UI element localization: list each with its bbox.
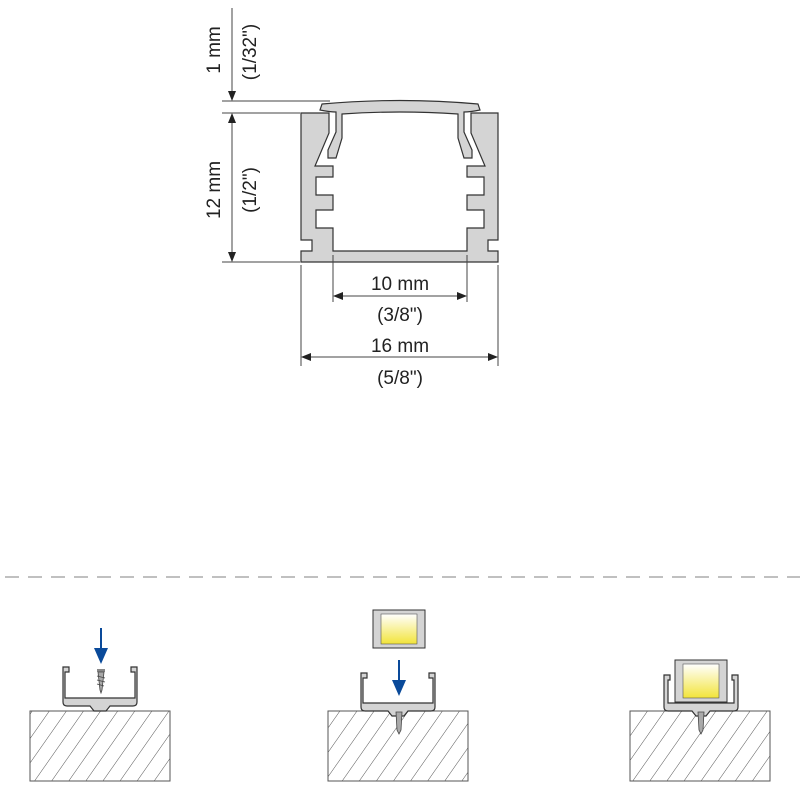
outer-width-metric: 16 mm <box>371 336 429 357</box>
cover-thickness-dimension: 1 mm (1/32") <box>204 8 261 101</box>
height-imperial: (1/2") <box>240 167 261 213</box>
inner-width-imperial: (3/8") <box>377 305 423 326</box>
inner-width-metric: 10 mm <box>371 274 429 295</box>
inner-width-dimension: 10 mm (3/8") <box>333 274 467 326</box>
screw-icon <box>697 711 705 735</box>
mounting-clip <box>62 666 138 712</box>
mounting-clip <box>360 672 436 717</box>
step-3-mounted <box>629 659 771 782</box>
screw-icon <box>96 669 106 695</box>
cover-thickness-metric: 1 mm <box>204 26 225 74</box>
mounting-surface <box>29 710 171 782</box>
led-profile <box>674 659 728 703</box>
profile-cross-section <box>300 99 499 263</box>
outer-width-dimension: 16 mm (5/8") <box>301 336 498 389</box>
step-2-press-profile <box>327 609 469 782</box>
led-profile <box>372 609 426 649</box>
height-dimension: 12 mm (1/2") <box>204 113 261 262</box>
mounting-clip <box>663 674 739 717</box>
height-metric: 12 mm <box>204 161 225 219</box>
step-1-screw-clip <box>29 628 171 782</box>
screw-icon <box>395 711 403 735</box>
outer-width-imperial: (5/8") <box>377 368 423 389</box>
cover-thickness-imperial: (1/32") <box>240 24 261 80</box>
extension-lines <box>222 100 499 366</box>
